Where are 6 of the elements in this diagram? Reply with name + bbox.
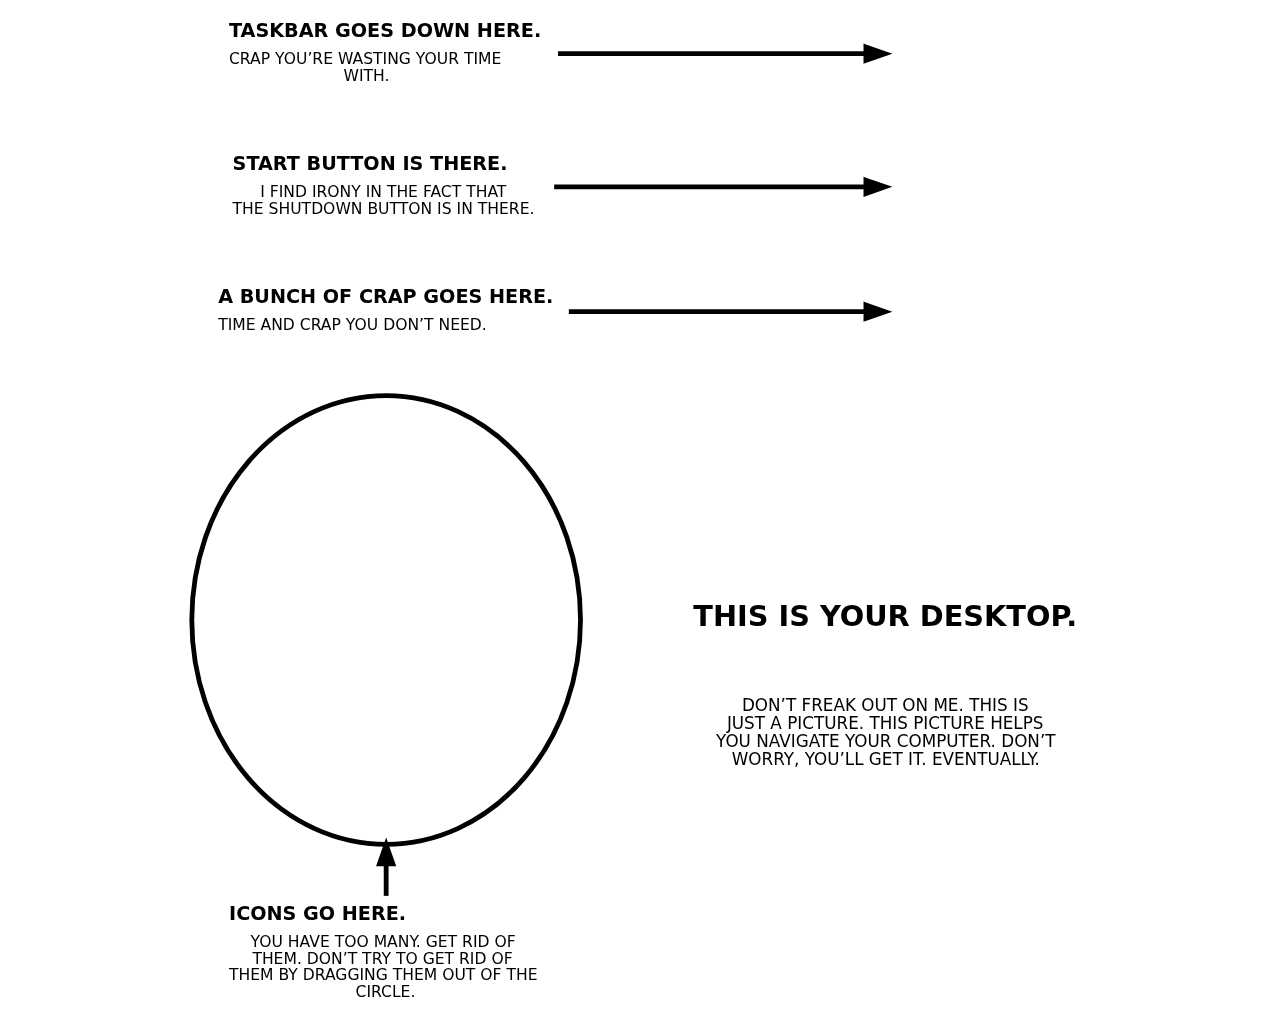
node-text: START BUTTON IS THERE. I FIND IRONY IN THE FACT THAT THE SHUTDOWN BUTTON IS IN THERE. [232,151,534,218]
node-text: ICONS GO HERE. YOU HAVE TOO MANY. GET RID OF THEM. DON’T TRY TO GET RID OF THEM BY DRAGGING THEM OUT OF THE CIRCLE. [228,901,538,1002]
label: THIS IS YOUR DESKTOP. [692,599,1077,634]
node-text: A BUNCH OF CRAP GOES HERE. TIME AND CRAP YOU DON’T NEED. [217,285,553,335]
label: DON’T FREAK OUT ON ME. THIS IS JUST A PICTURE. THIS PICTURE HELPS YOU NAVIGATE YOUR COMPUTER. DON’T WORRY, YOU’LL GET IT. EVENTUALLY. [715,695,1055,770]
node-text: TASKBAR GOES DOWN HERE. CRAP YOU’RE WASTING YOUR TIME WITH. [228,18,541,85]
